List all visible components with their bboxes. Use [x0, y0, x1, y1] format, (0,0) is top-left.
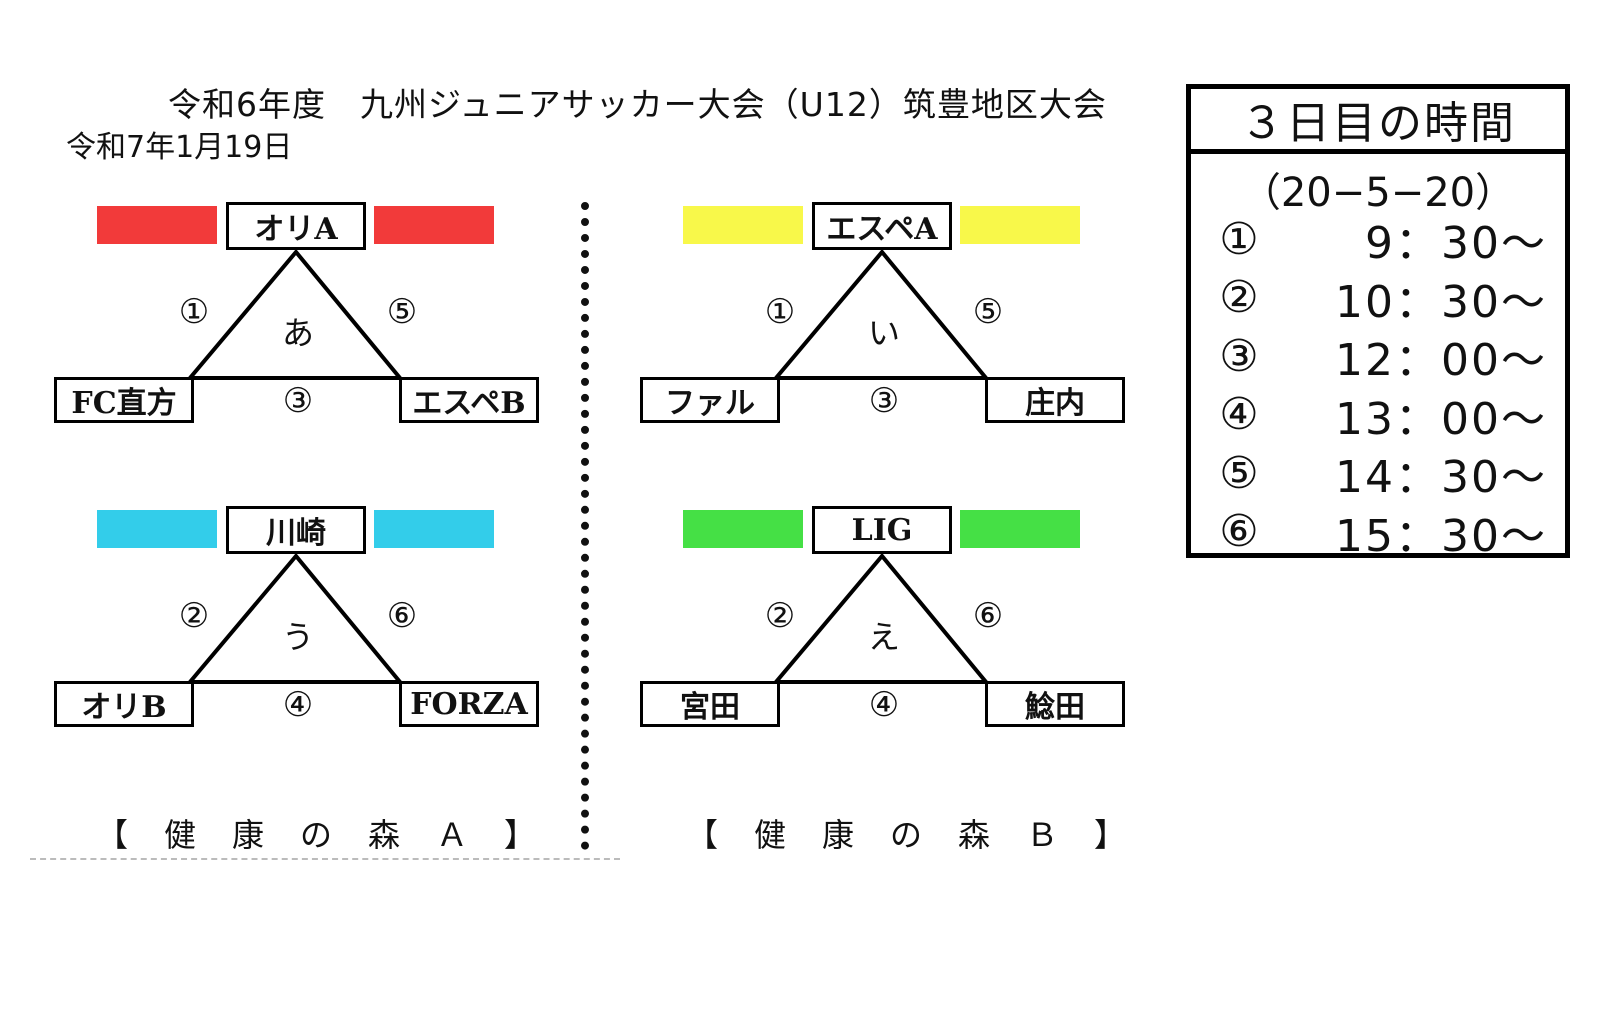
team-top: LIG: [812, 506, 952, 554]
match-number-right: ⑤: [386, 292, 418, 332]
triangle-shape: [771, 248, 991, 380]
venue-label-a: 【 健 康 の 森 Ａ 】: [96, 816, 539, 854]
pool-color-bar-right: [960, 206, 1080, 244]
triangle-shape: [185, 552, 405, 684]
team-left: オリB: [54, 681, 194, 727]
page-title: 令和6年度 九州ジュニアサッカー大会（U12）筑豊地区大会: [168, 85, 1107, 124]
pool-color-bar-left: [97, 510, 217, 548]
match-number-right: ⑥: [972, 596, 1004, 636]
match-number-right: ⑤: [972, 292, 1004, 332]
pool-triangle: [771, 248, 991, 380]
team-left: 宮田: [640, 681, 780, 727]
divider-dotted-line: [581, 202, 589, 850]
schedule-row: ③ 12：00～: [1191, 327, 1565, 387]
triangle-shape: [185, 248, 405, 380]
pool-color-bar-left: [683, 206, 803, 244]
pool-color-bar-right: [374, 206, 494, 244]
match-number-bottom: ③: [868, 381, 900, 421]
pool-e: LIG 宮田 鯰田 ② ⑥ ④ え: [640, 506, 1160, 806]
schedule-subtitle: （20−5−20）: [1240, 170, 1516, 216]
schedule-row: ④ 13：00～: [1191, 386, 1565, 445]
pool-color-bar-left: [97, 206, 217, 244]
match-number-bottom: ③: [282, 381, 314, 421]
schedule-row: ⑥ 15：30～: [1191, 503, 1565, 562]
schedule-row: ⑤ 14：30～: [1191, 444, 1565, 504]
team-left: FC直方: [54, 377, 194, 423]
pool-color-bar-left: [683, 510, 803, 548]
match-number-bottom: ④: [282, 685, 314, 725]
match-number-left: ②: [178, 596, 210, 636]
schedule-box: ３日目の時間 （20−5−20） ① 9：30～ ② 10：30～ ③ 12：0…: [1186, 84, 1570, 562]
event-date: 令和7年1月19日: [66, 130, 293, 165]
schedule-row-number: ⑥: [1219, 506, 1259, 558]
team-left: ファル: [640, 377, 780, 423]
pool-triangle: [185, 552, 405, 684]
pool-triangle: [185, 248, 405, 380]
schedule-row-number: ②: [1219, 272, 1259, 324]
team-top: エスペA: [812, 202, 952, 250]
schedule-row-number: ⑤: [1219, 447, 1259, 499]
schedule-row-number: ④: [1219, 389, 1259, 441]
schedule-row: ② 10：30～: [1191, 269, 1565, 328]
pool-triangle: [771, 552, 991, 684]
match-number-left: ①: [764, 292, 796, 332]
schedule-row-number: ①: [1219, 213, 1259, 265]
team-top: 川崎: [226, 506, 366, 554]
team-right: エスペB: [399, 377, 539, 423]
match-number-right: ⑥: [386, 596, 418, 636]
schedule-title: ３日目の時間: [1191, 89, 1565, 154]
team-right: 鯰田: [985, 681, 1125, 727]
schedule-row-time: 10：30～: [1335, 276, 1547, 328]
pool-label: え: [867, 618, 900, 656]
pool-color-bar-right: [374, 510, 494, 548]
schedule-row-time: 12：00～: [1335, 335, 1547, 387]
schedule-row-number: ③: [1219, 330, 1259, 382]
schedule-row-time: 14：30～: [1335, 452, 1547, 504]
pool-color-bar-right: [960, 510, 1080, 548]
match-number-left: ①: [178, 292, 210, 332]
schedule-row: ① 9：30～: [1191, 210, 1565, 270]
match-number-left: ②: [764, 596, 796, 636]
schedule-row-time: 9：30～: [1365, 218, 1547, 270]
pool-u: 川崎 オリB FORZA ② ⑥ ④ う: [54, 506, 574, 806]
pool-label: あ: [281, 314, 314, 352]
scan-artifact-line: [30, 858, 620, 860]
schedule-row-time: 13：00～: [1335, 393, 1547, 445]
pool-i: エスペA ファル 庄内 ① ⑤ ③ い: [640, 202, 1160, 502]
schedule-row-time: 15：30～: [1335, 510, 1547, 562]
team-top: オリA: [226, 202, 366, 250]
match-number-bottom: ④: [868, 685, 900, 725]
team-right: FORZA: [399, 681, 539, 727]
venue-label-b: 【 健 康 の 森 Ｂ 】: [686, 816, 1129, 854]
pool-label: う: [281, 618, 314, 656]
pool-label: い: [867, 314, 900, 352]
team-right: 庄内: [985, 377, 1125, 423]
pool-a: オリA FC直方 エスペB ① ⑤ ③ あ: [54, 202, 574, 502]
triangle-shape: [771, 552, 991, 684]
